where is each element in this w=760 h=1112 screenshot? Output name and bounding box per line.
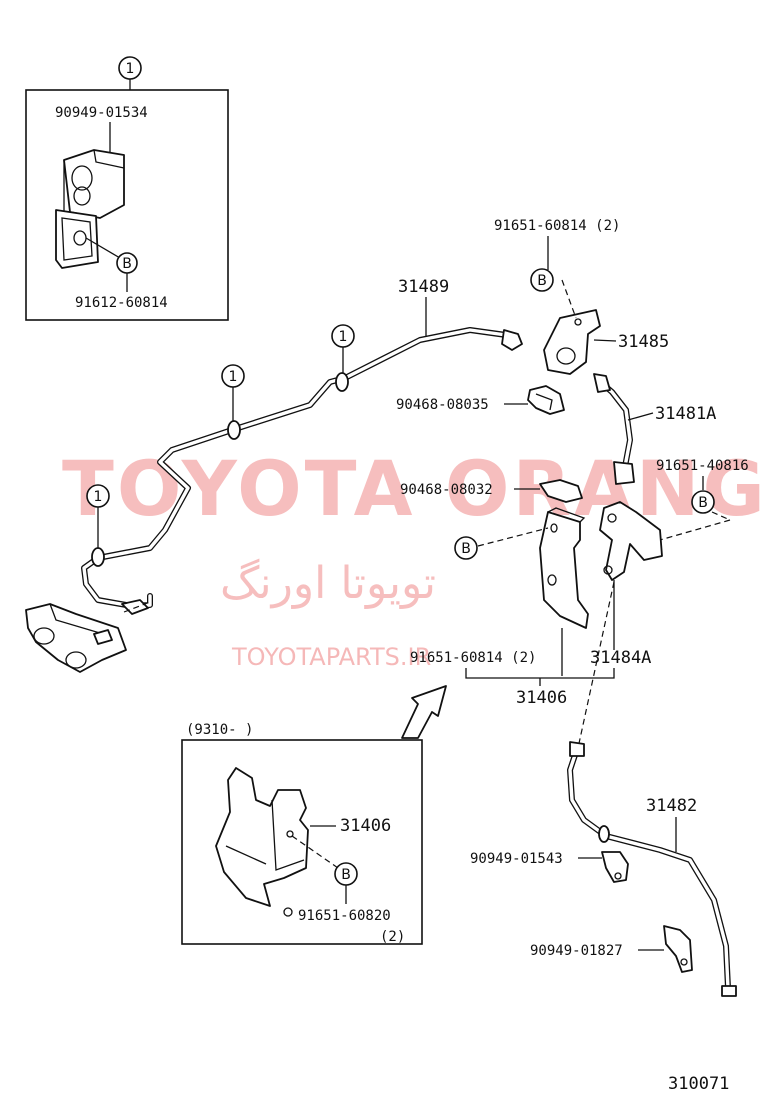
inset-bottom: (9310- ) 31406 B 91651-60820 (2) xyxy=(181,722,423,945)
callout-b-right: B xyxy=(691,490,715,514)
callout-b-mid: B xyxy=(454,536,478,560)
callout-1-a: 1 xyxy=(331,324,355,373)
watermark-site: TOYOTAPARTS.IR xyxy=(231,643,431,671)
pipe-clamp-drawing xyxy=(55,149,125,269)
inset-bottom-b-label: B xyxy=(341,867,351,883)
clip-90468-08035-drawing xyxy=(527,385,565,415)
label-90949-01827: 90949-01827 xyxy=(530,943,623,959)
inset-top-callout-number: 1 xyxy=(126,61,135,77)
label-31485: 31485 xyxy=(618,332,669,352)
brake-line-31482 xyxy=(567,741,737,997)
line-fitting-top xyxy=(501,329,523,351)
bracket-31485-drawing xyxy=(543,279,601,375)
grommet-1 xyxy=(227,420,241,440)
inset-bottom-frame xyxy=(181,739,423,945)
inset-top-b-label: B xyxy=(122,256,132,272)
svg-text:1: 1 xyxy=(229,369,238,385)
inset-bottom-header: (9310- ) xyxy=(186,722,253,738)
grommet-2 xyxy=(335,372,349,392)
label-91651-40816: 91651-40816 xyxy=(656,458,749,474)
inset-top-frame xyxy=(25,89,229,321)
inset-top: 1 90949-01534 B 91612-60814 xyxy=(25,56,229,321)
callout-1-c: 1 xyxy=(86,484,110,548)
clip-90468-08032-drawing xyxy=(539,479,583,503)
inset-bottom-qty: (2) xyxy=(380,929,405,945)
inset-pointer-arrow xyxy=(401,685,447,739)
brake-line-31489 xyxy=(81,327,523,609)
inset-top-part-bottom: 91612-60814 xyxy=(75,295,168,311)
label-90468-08032: 90468-08032 xyxy=(400,482,493,498)
bracket-31484A-drawing xyxy=(599,501,663,581)
callout-1-b: 1 xyxy=(221,364,245,421)
label-90468-08035: 90468-08035 xyxy=(396,397,489,413)
bracket-31406-drawing xyxy=(539,507,589,629)
inset-top-part-top: 90949-01534 xyxy=(55,105,148,121)
label-91651-60814-top: 91651-60814 (2) xyxy=(494,218,620,234)
svg-text:1: 1 xyxy=(94,489,103,505)
label-31482: 31482 xyxy=(646,796,697,816)
label-91651-60814-mid: 91651-60814 (2) xyxy=(410,650,536,666)
master-cylinder-drawing xyxy=(25,599,151,673)
figure-code: 310071 xyxy=(668,1074,729,1094)
inset-bottom-part-b: 91651-60820 xyxy=(298,908,391,924)
label-31489: 31489 xyxy=(398,277,449,297)
callout-b-top: B xyxy=(530,268,554,292)
clip-90949-01543-drawing xyxy=(601,851,629,883)
clip-90949-01827-drawing xyxy=(663,925,693,973)
label-31484A: 31484A xyxy=(590,648,651,668)
svg-text:1: 1 xyxy=(339,329,348,345)
svg-text:B: B xyxy=(698,495,708,511)
bracket-31406-variant-drawing xyxy=(215,767,309,917)
watermark-arabic: تویوتا اورنگ xyxy=(220,558,436,609)
label-31481A: 31481A xyxy=(655,404,716,424)
flex-hose-31481A xyxy=(593,373,635,485)
watermark: TOYOTA ORANG تویوتا اورنگ TOYOTAPARTS.IR xyxy=(62,444,760,671)
svg-text:B: B xyxy=(537,273,547,289)
inset-bottom-part-a: 31406 xyxy=(340,816,391,836)
svg-text:B: B xyxy=(461,541,471,557)
label-31406-main: 31406 xyxy=(516,688,567,708)
label-90949-01543: 90949-01543 xyxy=(470,851,563,867)
grommet-3 xyxy=(91,547,105,567)
